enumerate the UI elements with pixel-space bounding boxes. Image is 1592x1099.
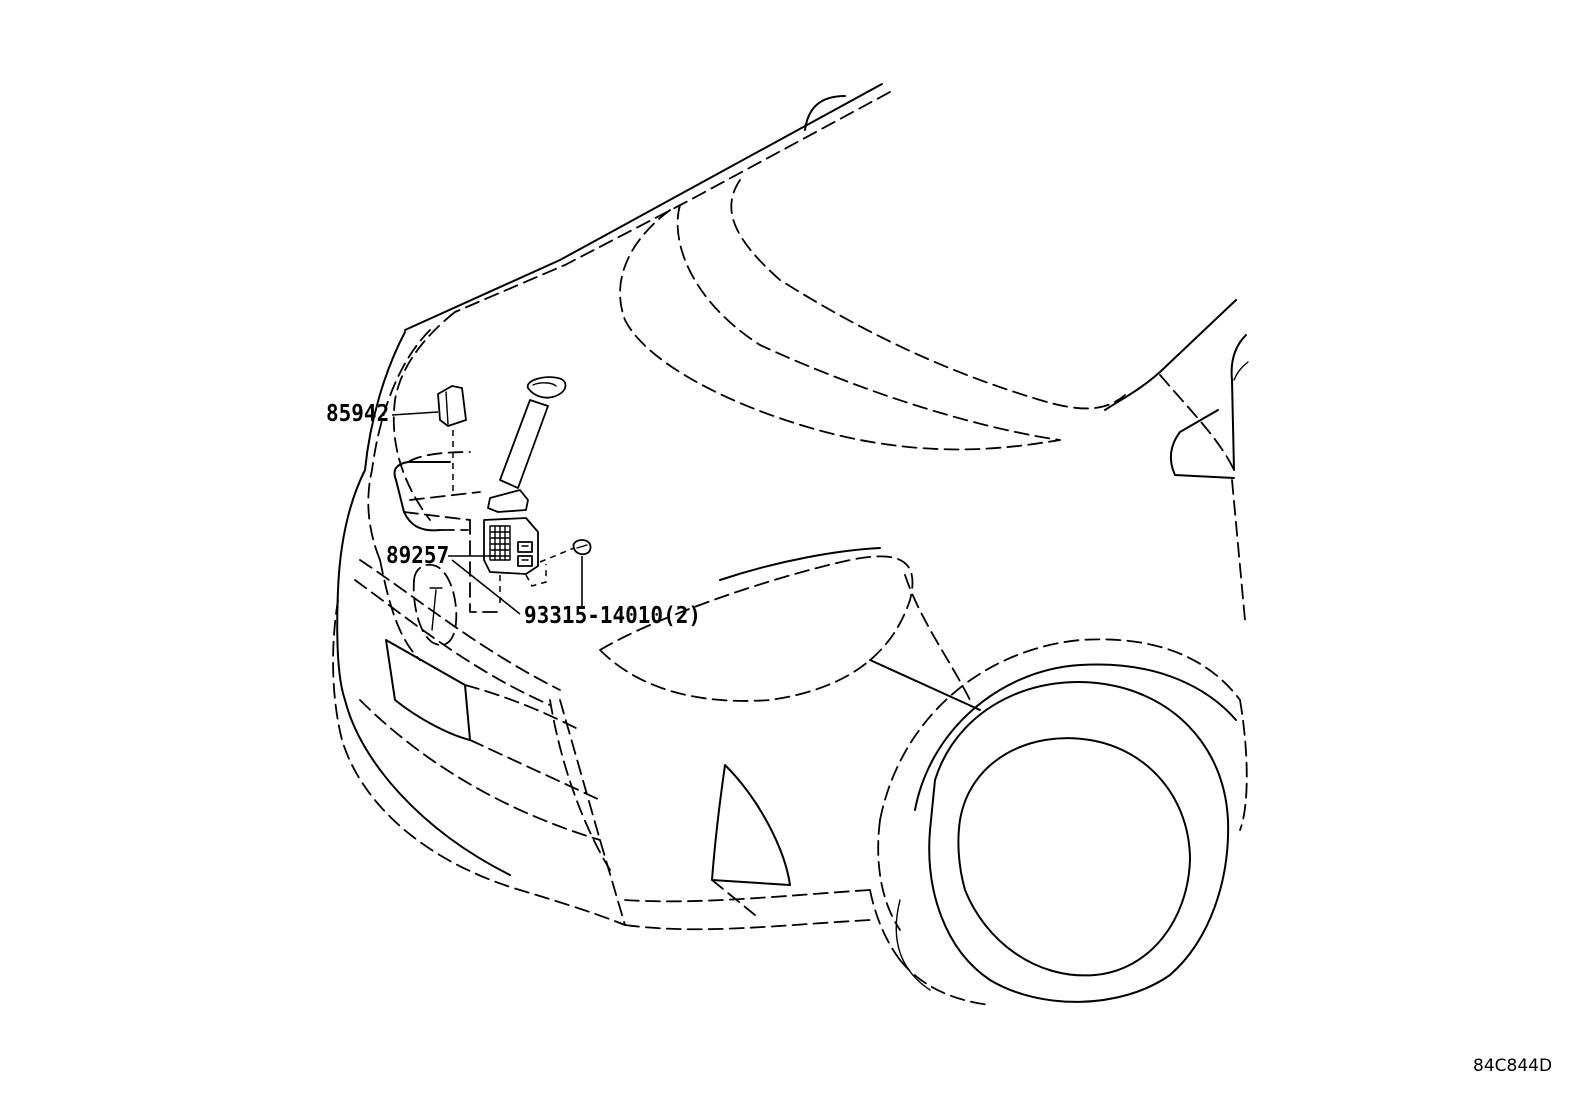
front-emblem bbox=[412, 563, 458, 646]
bolt-93315-14010 bbox=[572, 539, 592, 600]
callout-leaders bbox=[391, 411, 583, 615]
part-number-89257[interactable]: 89257 bbox=[386, 541, 450, 569]
diagram-id: 84C844D bbox=[1473, 1056, 1553, 1076]
part-85942-module bbox=[437, 385, 467, 492]
bracket-assembly bbox=[393, 376, 567, 613]
car-body-outline bbox=[332, 83, 1249, 1006]
part-number-85942[interactable]: 85942 bbox=[326, 399, 390, 427]
part-89257-ecu bbox=[483, 517, 575, 605]
part-number-93315-14010[interactable]: 93315-14010(2) bbox=[524, 601, 702, 629]
